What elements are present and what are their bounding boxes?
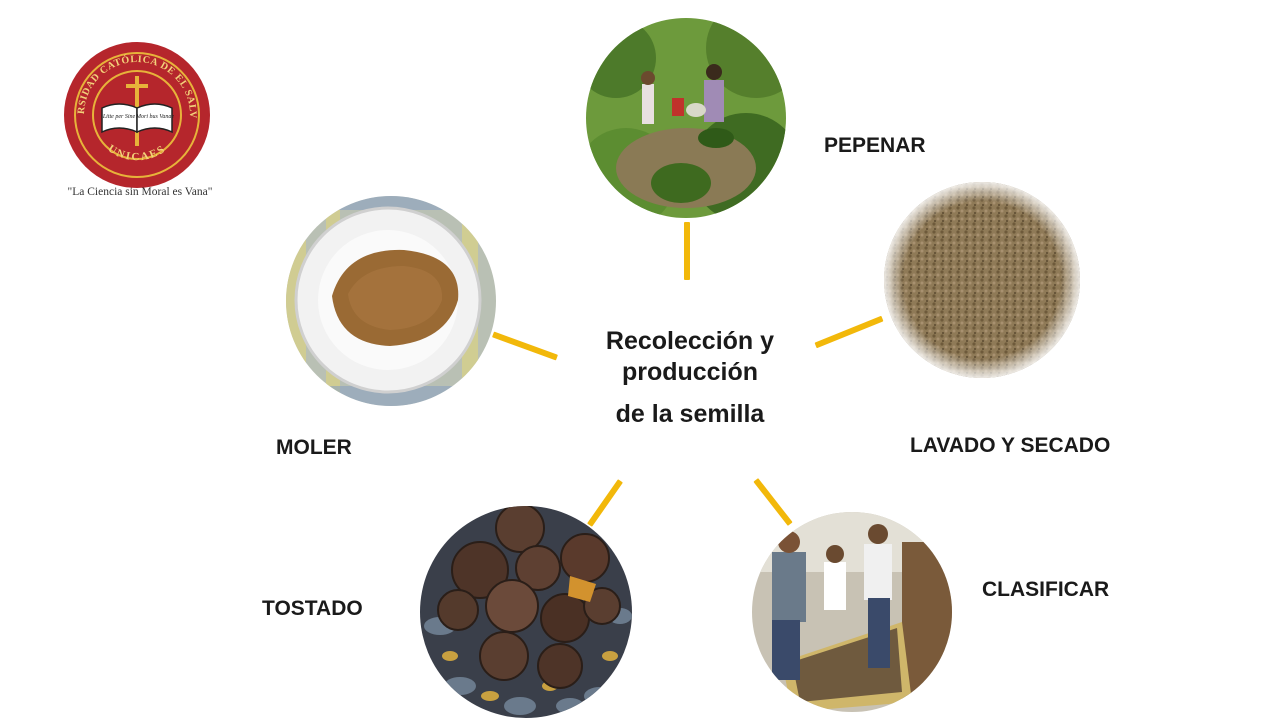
connector-clasificar bbox=[753, 478, 793, 526]
title-line-2: producción bbox=[621, 358, 759, 387]
photo-clasificar bbox=[752, 512, 952, 712]
photo-pepenar bbox=[586, 18, 786, 218]
title-line-3: de la semilla bbox=[615, 399, 765, 428]
label-clasificar: CLASIFICAR bbox=[982, 578, 1110, 601]
connector-moler bbox=[492, 331, 558, 361]
photo-lavado-secado bbox=[884, 182, 1080, 378]
logo-book-left: Litte per Sine bbox=[102, 114, 136, 120]
title-line-1: Recolección y bbox=[605, 327, 775, 355]
connector-lavado bbox=[814, 315, 884, 349]
university-logo: UNIVERSIDAD CATÓLICA DE EL SALVADOR UNIC… bbox=[58, 32, 212, 190]
logo-book-right: Mori bus Vanae bbox=[135, 114, 174, 120]
label-pepenar: PEPENAR bbox=[824, 134, 926, 157]
label-lavado-secado: LAVADO Y SECADO bbox=[910, 434, 1111, 457]
photo-moler bbox=[286, 196, 496, 406]
diagram-title: Recolección y producción de la semilla bbox=[560, 326, 820, 430]
logo-motto: "La Ciencia sin Moral es Vana" bbox=[67, 186, 213, 198]
photo-tostado bbox=[420, 506, 632, 718]
label-tostado: TOSTADO bbox=[262, 597, 363, 620]
connector-tostado bbox=[587, 479, 623, 527]
label-moler: MOLER bbox=[276, 436, 352, 459]
connector-pepenar bbox=[684, 222, 690, 280]
